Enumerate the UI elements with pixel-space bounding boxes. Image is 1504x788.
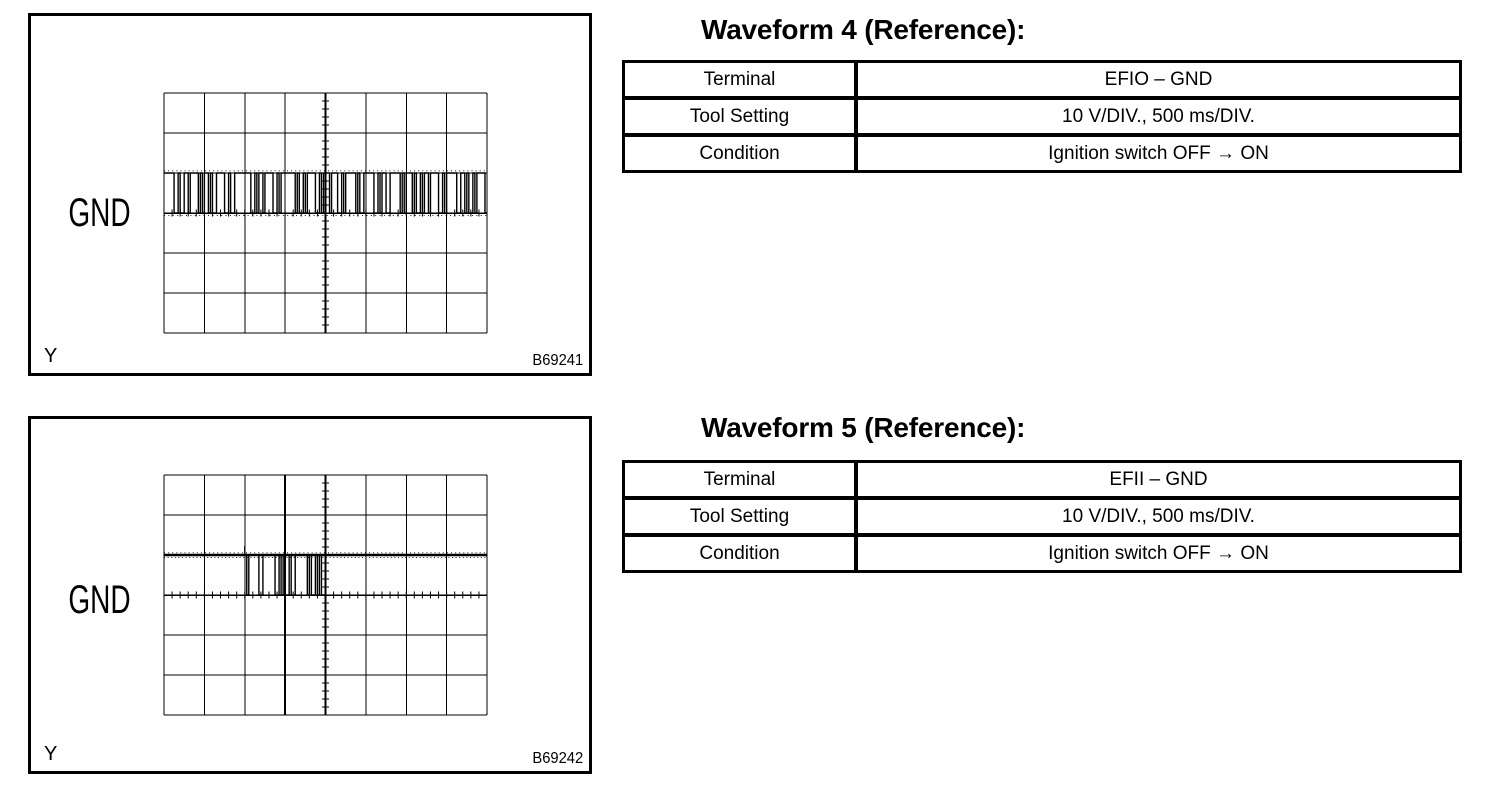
y-axis-label: Y <box>44 743 58 765</box>
waveform-5-heading: Waveform 5 (Reference): <box>701 412 1026 443</box>
waveform-5-figure: GND Y B69242 <box>28 416 592 774</box>
gnd-level-label: GND <box>68 191 131 235</box>
y-axis-label: Y <box>44 345 58 367</box>
figure-code: B69242 <box>532 750 583 767</box>
spec-value-cell: EFII – GND <box>856 461 1461 498</box>
spec-label-cell: Terminal <box>623 61 856 98</box>
spec-value-cell: 10 V/DIV., 500 ms/DIV. <box>856 98 1461 135</box>
spec-value-cell: EFIO – GND <box>856 61 1461 98</box>
table-row: Condition Ignition switch OFF → ON <box>623 535 1461 572</box>
table-row: Condition Ignition switch OFF → ON <box>623 135 1461 172</box>
spec-label-cell: Condition <box>623 135 856 172</box>
oscilloscope-grid-svg <box>163 474 488 716</box>
spec-label-cell: Tool Setting <box>623 498 856 535</box>
figure-code: B69241 <box>532 352 583 369</box>
waveform-trace <box>164 554 487 596</box>
waveform-5-spec-table: Terminal EFII – GND Tool Setting 10 V/DI… <box>622 460 1462 573</box>
waveform-4-figure: GND Y B69241 <box>28 13 592 376</box>
table-row: Terminal EFII – GND <box>623 461 1461 498</box>
table-row: Terminal EFIO – GND <box>623 61 1461 98</box>
oscilloscope-grid-svg <box>163 92 488 334</box>
spec-label-cell: Tool Setting <box>623 98 856 135</box>
table-row: Tool Setting 10 V/DIV., 500 ms/DIV. <box>623 498 1461 535</box>
waveform-trace <box>164 172 487 214</box>
spec-label-cell: Condition <box>623 535 856 572</box>
spec-value-cell: Ignition switch OFF → ON <box>856 135 1461 172</box>
table-row: Tool Setting 10 V/DIV., 500 ms/DIV. <box>623 98 1461 135</box>
spec-value-cell: Ignition switch OFF → ON <box>856 535 1461 572</box>
gnd-level-label: GND <box>68 578 131 622</box>
waveform-4-heading: Waveform 4 (Reference): <box>701 14 1026 45</box>
waveform-4-spec-table: Terminal EFIO – GND Tool Setting 10 V/DI… <box>622 60 1462 173</box>
spec-value-cell: 10 V/DIV., 500 ms/DIV. <box>856 498 1461 535</box>
oscilloscope-screen <box>31 419 589 771</box>
spec-label-cell: Terminal <box>623 461 856 498</box>
oscilloscope-screen <box>31 16 589 373</box>
